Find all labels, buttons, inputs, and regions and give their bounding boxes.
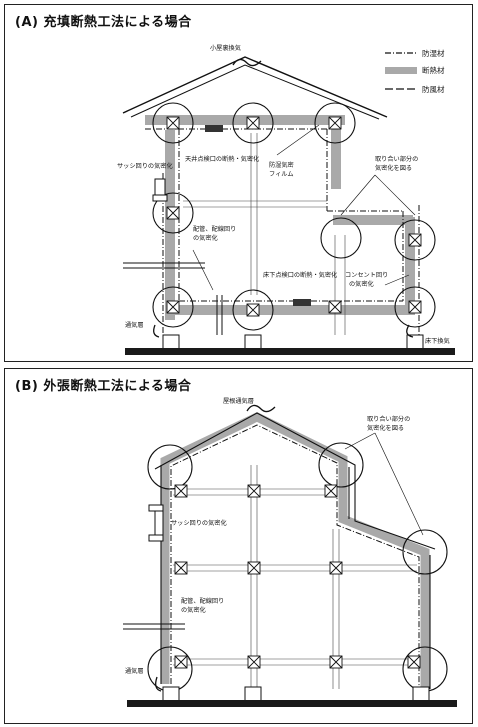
roof-vent-arrow — [246, 404, 276, 413]
detail-circles — [152, 102, 436, 331]
label-sash: サッシ回りの気密化 — [117, 162, 173, 170]
sash-and-pipes — [123, 504, 185, 630]
label-sash: サッシ回りの気密化 — [171, 519, 227, 527]
roof-vent-arrow — [232, 58, 262, 67]
framing — [183, 133, 346, 335]
legend-vapor-barrier: 防湿材 — [422, 48, 445, 58]
insulation — [160, 412, 430, 689]
panel-a-title: (A) 充填断熱工法による場合 — [15, 15, 192, 30]
label-junction-2: 気密化を図る — [375, 164, 412, 172]
sash-and-pipes — [123, 178, 223, 335]
ground — [125, 348, 455, 355]
panel-b-diagram: 屋根通気層 取り合い部分の 気密化を図る サッシ回りの気密化 配管、配線回り の… — [123, 397, 457, 707]
label-roof-vent: 屋根通気層 — [223, 397, 254, 405]
ground — [127, 700, 457, 707]
panel-a-diagram: 防湿材 断熱材 防風材 — [117, 44, 455, 355]
label-outlet-2: の気密化 — [349, 280, 374, 288]
label-junction-1: 取り合い部分の — [367, 415, 410, 423]
leader-lines — [344, 432, 424, 536]
foundation — [127, 676, 457, 707]
label-piping-2: の気密化 — [193, 234, 218, 242]
panel-b-external-insulation: (B) 外張断熱工法による場合 — [4, 368, 473, 724]
posts — [174, 484, 421, 669]
label-floor-hatch: 床下点検口の断熱・気密化 — [263, 271, 337, 279]
leader-lines — [192, 124, 416, 291]
label-underfloor-vent: 床下換気 — [425, 337, 450, 345]
label-piping-1: 配管、配線回り — [193, 225, 236, 233]
insulation — [145, 115, 415, 320]
vent-arrow-left — [155, 676, 162, 692]
label-piping-1: 配管、配線回り — [181, 597, 224, 605]
hatch-blocks — [205, 125, 311, 306]
vent-arrow-right — [406, 324, 414, 338]
foundation — [125, 324, 455, 355]
label-junction-2: 気密化を図る — [367, 424, 404, 432]
label-junction-1: 取り合い部分の — [375, 155, 418, 163]
vapor-barrier — [170, 424, 420, 689]
label-roof-vent: 小屋裏換気 — [210, 44, 241, 52]
label-vent-layer: 通気層 — [125, 321, 144, 329]
posts — [166, 116, 422, 317]
legend: 防湿材 断熱材 防風材 — [385, 48, 445, 94]
legend-insulation: 断熱材 — [422, 65, 445, 75]
roof — [122, 56, 388, 120]
outer-shell — [154, 404, 436, 689]
label-vapor-film-2: フィルム — [269, 171, 294, 178]
label-ceiling-junction: 天井点検口の断熱・気密化 — [185, 155, 259, 163]
framing — [173, 465, 417, 689]
label-vapor-film-1: 防湿気密 — [269, 161, 294, 169]
panel-b-title: (B) 外張断熱工法による場合 — [15, 379, 192, 394]
legend-wind-barrier: 防風材 — [422, 84, 445, 94]
label-piping-2: の気密化 — [181, 606, 206, 614]
vent-arrow-left — [153, 324, 160, 338]
detail-circles — [147, 442, 448, 692]
panel-a-filled-insulation: (A) 充填断熱工法による場合 防湿材 断熱材 防風材 — [4, 4, 473, 362]
label-outlet-1: コンセント回り — [345, 272, 388, 279]
label-vent-layer: 通気層 — [125, 667, 144, 675]
